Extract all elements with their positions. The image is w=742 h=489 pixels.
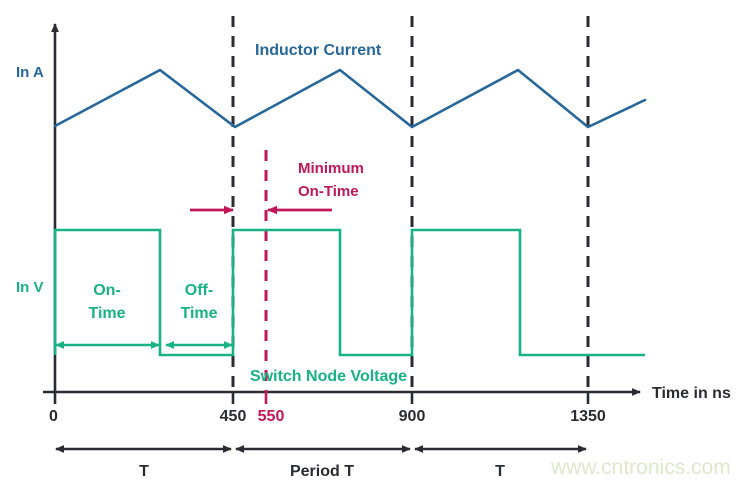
switch-node-voltage-polyline bbox=[53, 228, 645, 357]
off-time-label-line2: Time bbox=[180, 305, 217, 322]
x-tick-label-0: 0 bbox=[49, 408, 58, 425]
x-tick-label-1350: 1350 bbox=[570, 408, 606, 425]
minimum-on-time-label-line2: On-Time bbox=[298, 183, 359, 200]
switch-node-voltage-label: Switch Node Voltage bbox=[250, 368, 407, 385]
y-axis-label-current: In A bbox=[16, 64, 44, 81]
period-label-3: T bbox=[495, 463, 505, 480]
x-tick-label-450: 450 bbox=[220, 408, 247, 425]
watermark-text: www.cntronics.com bbox=[550, 456, 731, 479]
minimum-on-time-label-line1: Minimum bbox=[298, 160, 364, 177]
period-label-1: T bbox=[139, 463, 149, 480]
x-tick-label-900: 900 bbox=[399, 408, 426, 425]
off-time-label-line1: Off- bbox=[185, 282, 213, 299]
axis-group bbox=[43, 23, 641, 396]
x-tick-label-550: 550 bbox=[258, 408, 285, 425]
dashed-guides bbox=[231, 16, 590, 392]
on-time-label-line1: On- bbox=[93, 282, 121, 299]
x-axis-ticks bbox=[53, 392, 590, 404]
inductor-current-label: Inductor Current bbox=[255, 42, 382, 59]
switch-node-voltage-trace bbox=[53, 228, 645, 357]
inductor-current-polyline bbox=[53, 68, 647, 129]
period-label-2: Period T bbox=[290, 463, 354, 480]
y-axis-label-voltage: In V bbox=[16, 279, 44, 296]
x-axis-title: Time in ns bbox=[652, 385, 731, 402]
on-time-label-line2: Time bbox=[88, 305, 125, 322]
inductor-current-trace bbox=[53, 68, 647, 129]
